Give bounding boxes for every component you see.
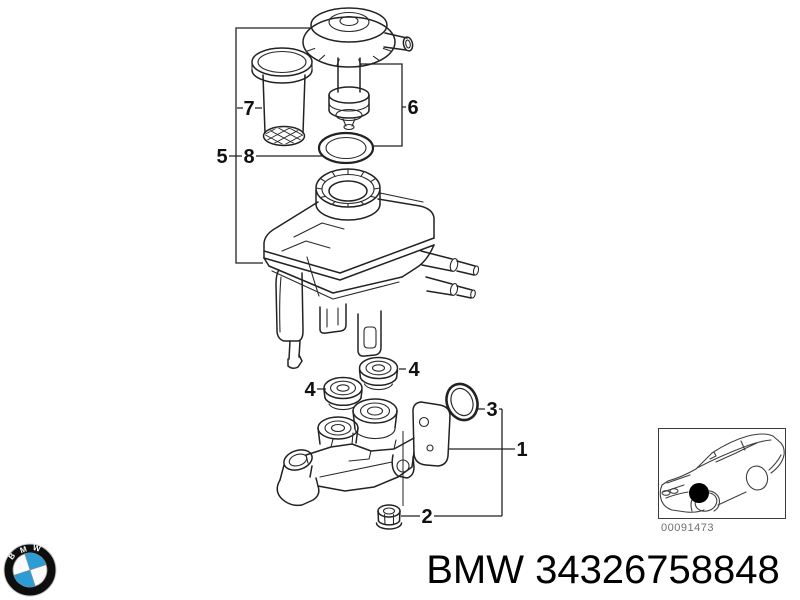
bracket-5-line bbox=[235, 27, 312, 264]
car-location-thumbnail: 00091473 bbox=[658, 428, 786, 534]
strainer-filter bbox=[251, 47, 313, 147]
callout-6: 6 bbox=[407, 97, 418, 119]
grommet-left bbox=[323, 376, 363, 411]
callout-7: 7 bbox=[243, 98, 254, 120]
part-number-caption: BMW 34326758848 bbox=[426, 548, 780, 592]
bracket-1-2-3-line bbox=[401, 408, 515, 517]
grommet-right bbox=[358, 356, 399, 391]
fluid-pipe-lower bbox=[425, 276, 476, 299]
callout-3: 3 bbox=[486, 399, 497, 421]
bmw-logo-letter-w: W bbox=[32, 543, 42, 554]
reservoir-cap bbox=[302, 7, 414, 68]
callout-2: 2 bbox=[421, 506, 432, 528]
leader-4 bbox=[317, 368, 406, 390]
car-outline-icon bbox=[659, 433, 785, 513]
bracket-6-line bbox=[361, 63, 406, 147]
thumbnail-code: 00091473 bbox=[661, 522, 714, 534]
callout-8: 8 bbox=[243, 146, 254, 168]
bmw-logo-blue-quadrant-bl bbox=[13, 570, 36, 587]
leader-lines bbox=[229, 27, 515, 517]
fluid-pipe-upper bbox=[420, 250, 480, 276]
filter-mesh bbox=[265, 127, 303, 145]
bmw-logo-blue-quadrant-tr bbox=[24, 553, 47, 570]
bmw-logo-letter-m: M bbox=[19, 544, 28, 555]
bmw-logo-letter-b: B bbox=[7, 551, 18, 561]
expansion-tank bbox=[263, 168, 435, 370]
float bbox=[328, 57, 370, 131]
part-location-marker bbox=[689, 483, 709, 503]
master-cylinder bbox=[276, 398, 451, 507]
bmw-logo: B M W bbox=[3, 543, 57, 597]
callout-4-left: 4 bbox=[304, 379, 316, 401]
callout-5: 5 bbox=[216, 146, 227, 168]
o-ring bbox=[445, 382, 479, 422]
seal-ring bbox=[317, 131, 375, 165]
callout-4-right: 4 bbox=[408, 359, 420, 381]
callout-1: 1 bbox=[516, 439, 527, 461]
hex-nut bbox=[375, 504, 403, 530]
